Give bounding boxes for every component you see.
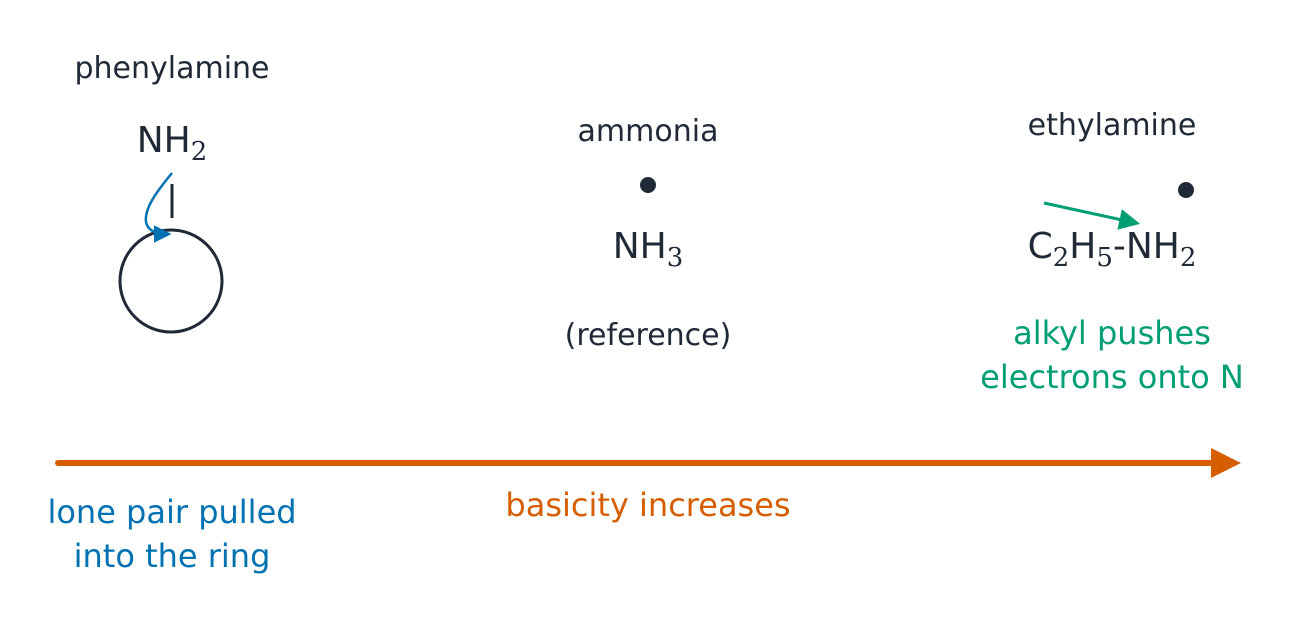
ethylamine-c: C (1028, 226, 1053, 267)
ethylamine-h-sub: 5 (1096, 243, 1113, 273)
lone-pair-arrow (144, 172, 173, 243)
ethylamine-note-line1: alkyl pushes (1013, 314, 1211, 352)
phenylamine-formula-sub: 2 (191, 137, 208, 167)
basicity-axis-label: basicity increases (505, 486, 790, 524)
ammonia-label: ammonia (578, 114, 719, 149)
ethylamine-lone-pair-dot (1178, 182, 1194, 198)
phenylamine-note-line2: into the ring (74, 537, 271, 575)
ammonia-formula: NH3 (613, 226, 684, 273)
alkyl-push-arrow (1043, 201, 1141, 230)
ammonia-lone-pair-dot (640, 177, 656, 193)
ammonia-formula-sub: 3 (667, 243, 684, 273)
ammonia-reference-note: (reference) (565, 318, 732, 353)
ethylamine-note-line2: electrons onto N (980, 358, 1244, 396)
ethylamine-nh: -NH (1113, 226, 1180, 267)
phenylamine-formula-main: NH (137, 120, 191, 161)
ethylamine-nh-sub: 2 (1180, 243, 1197, 273)
ethylamine-c-sub: 2 (1053, 243, 1070, 273)
phenylamine-formula: NH2 (137, 120, 208, 167)
ethylamine-formula: C2H5-NH2 (1028, 226, 1197, 273)
ethylamine-label: ethylamine (1028, 108, 1197, 143)
ethylamine-h: H (1069, 226, 1096, 267)
benzene-ring (118, 228, 224, 334)
phenylamine-note-line1: lone pair pulled (47, 493, 296, 531)
ammonia-formula-main: NH (613, 226, 667, 267)
phenylamine-label: phenylamine (74, 51, 269, 86)
